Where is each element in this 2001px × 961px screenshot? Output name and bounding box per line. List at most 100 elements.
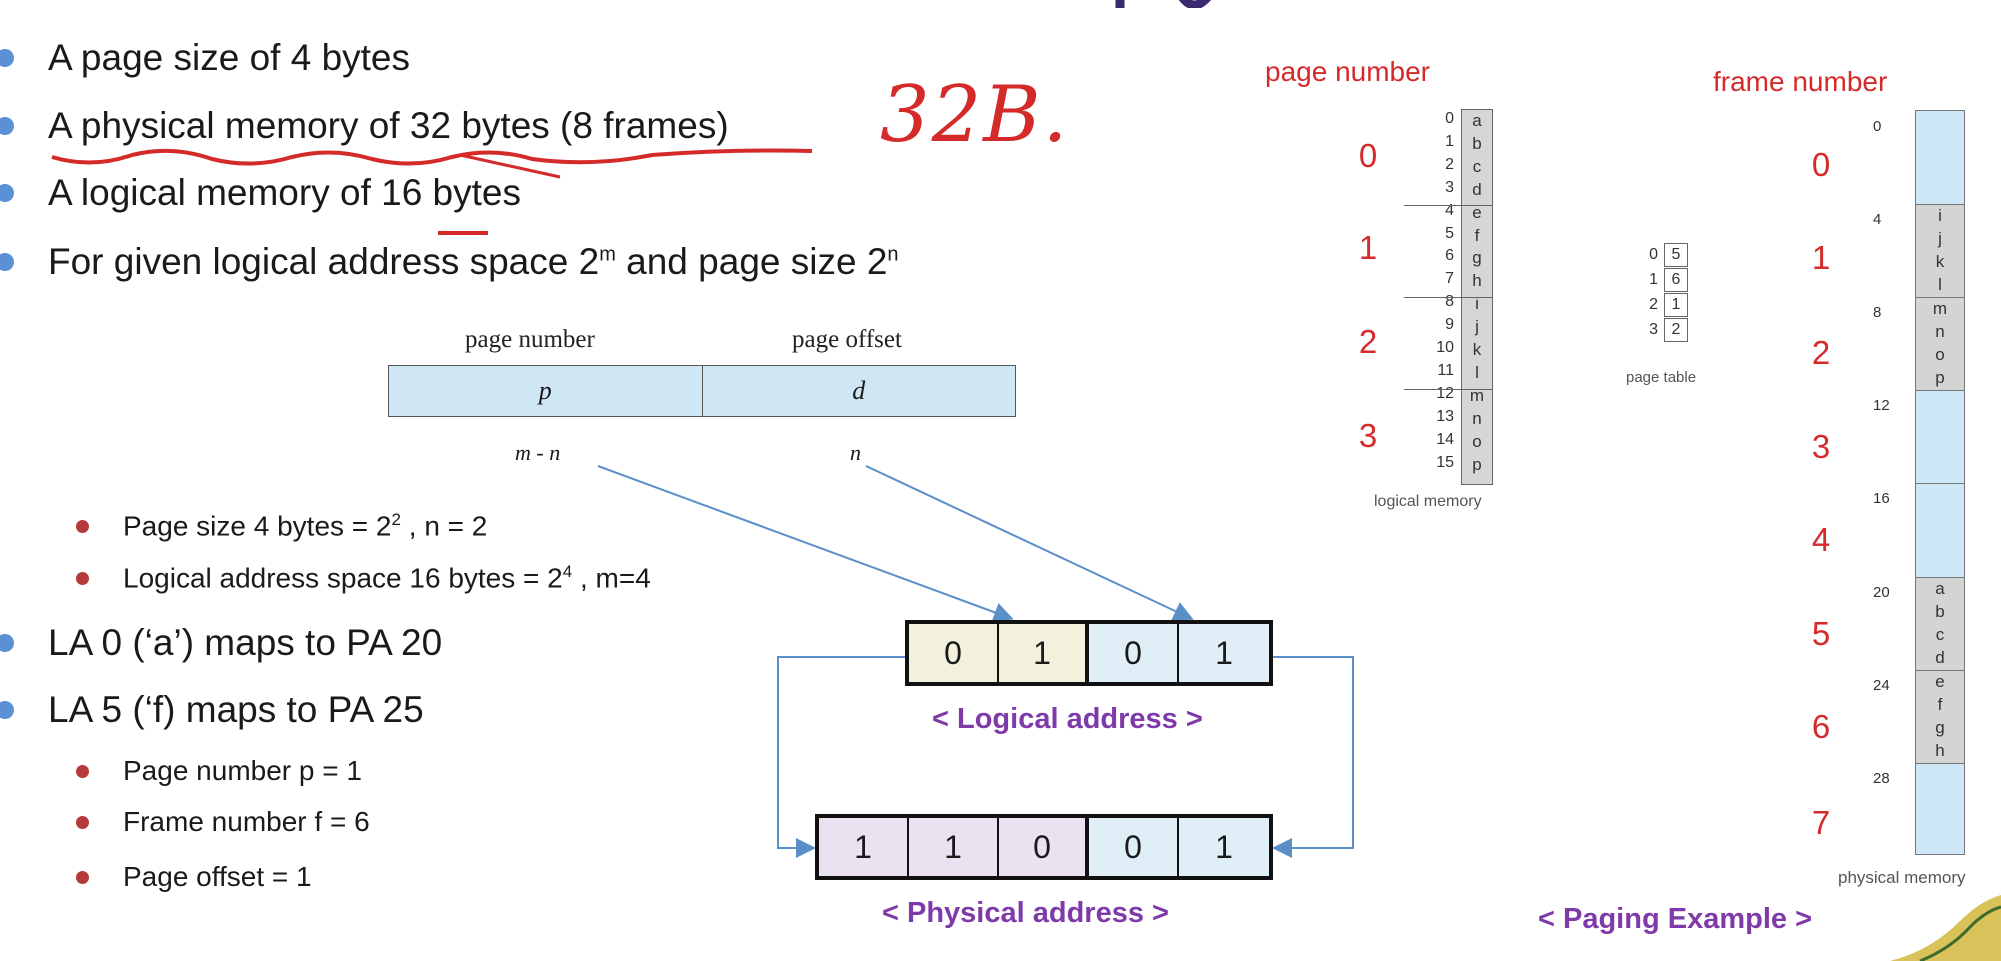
address-format-box: p d xyxy=(388,365,1016,417)
page-table-label: page table xyxy=(1626,369,1697,386)
logical-memory-address: 9 xyxy=(1445,316,1454,334)
frame-label: 7 xyxy=(1811,804,1831,841)
logical-memory-cell: n xyxy=(1472,408,1482,428)
logical-memory-cell: m xyxy=(1469,385,1485,405)
physical-memory-cell: f xyxy=(1937,694,1943,714)
physical-bit: 0 xyxy=(1089,818,1180,876)
physical-memory-cell: a xyxy=(1935,578,1945,598)
logical-memory-address: 4 xyxy=(1445,201,1454,219)
frame-label: 5 xyxy=(1811,615,1831,652)
page-table-index: 1 xyxy=(1649,271,1658,288)
bullet-dot xyxy=(0,701,14,719)
page-table-index: 2 xyxy=(1649,296,1658,313)
bullet-logical-memory: A logical memory of 16 bytes xyxy=(0,168,521,218)
sub-bullet-page-size: Page size 4 bytes = 22 , n = 2 xyxy=(76,506,487,546)
physical-memory-address: 0 xyxy=(1873,118,1882,135)
m-minus-n-label: m - n xyxy=(515,440,561,465)
bullet-la5: LA 5 (‘f) maps to PA 25 xyxy=(0,685,424,735)
page-offset-cell: d xyxy=(701,366,1016,416)
physical-memory-cell: p xyxy=(1935,368,1945,388)
logical-memory-address: 2 xyxy=(1445,155,1454,173)
logical-memory-cell: p xyxy=(1472,454,1482,474)
physical-memory-address: 8 xyxy=(1873,304,1882,322)
physical-memory-address: 12 xyxy=(1873,397,1890,415)
logical-memory-address: 6 xyxy=(1445,247,1454,265)
paging-example-caption: < Paging Example > xyxy=(1538,903,1812,935)
physical-memory-cell: o xyxy=(1935,345,1945,365)
frame-separator xyxy=(1916,669,1964,671)
bullet-dot xyxy=(0,184,14,202)
page-table-frame: 6 xyxy=(1664,268,1688,292)
physical-memory-cell: i xyxy=(1938,206,1942,226)
sub-bullet-dot xyxy=(76,815,89,829)
physical-memory-address: 20 xyxy=(1873,583,1890,601)
frame-label: 2 xyxy=(1811,334,1831,371)
logical-memory-address: 15 xyxy=(1436,453,1454,471)
frame-label: 4 xyxy=(1811,521,1831,558)
logical-memory-address: 14 xyxy=(1436,430,1454,448)
frame-label: 3 xyxy=(1811,428,1831,465)
page-table-frame: 5 xyxy=(1664,243,1688,267)
physical-memory-cell: l xyxy=(1938,275,1942,295)
logical-address-bits: 0 1 0 1 xyxy=(905,620,1273,686)
frame-separator xyxy=(1916,390,1964,392)
page-number-cell: p xyxy=(538,376,552,405)
physical-address-caption: < Physical address > xyxy=(882,897,1169,929)
physical-memory-cell: n xyxy=(1935,322,1945,342)
physical-memory-cell: b xyxy=(1935,601,1945,621)
logical-memory-cell: a xyxy=(1472,111,1482,130)
physical-memory-address: 4 xyxy=(1873,211,1882,229)
logical-memory-cell: c xyxy=(1472,156,1482,176)
frame-label: 6 xyxy=(1811,708,1831,745)
sub-bullet-address-space: Logical address space 16 bytes = 24 , m=… xyxy=(76,558,651,598)
sub-bullet-page-number: Page number p = 1 xyxy=(76,751,362,791)
sub-bullet-frame-number: Frame number f = 6 xyxy=(76,802,370,842)
logical-memory-address: 5 xyxy=(1445,224,1454,242)
bullet-dot xyxy=(0,634,14,652)
handwritten-underline xyxy=(51,148,813,235)
physical-bit: 1 xyxy=(1179,818,1269,876)
bullet-dot xyxy=(0,49,14,67)
frame-separator xyxy=(1916,576,1964,578)
physical-memory-address: 28 xyxy=(1873,769,1890,787)
sub-bullet-dot xyxy=(76,870,89,884)
bullet-dot xyxy=(0,117,14,135)
logical-bit: 1 xyxy=(999,624,1090,682)
physical-memory-cell: m xyxy=(1932,299,1948,319)
physical-memory-address: 24 xyxy=(1873,676,1890,694)
page-table-frame: 1 xyxy=(1664,293,1688,317)
logical-memory-cell: f xyxy=(1474,225,1480,245)
bullet-address-space: For given logical address space 2m and p… xyxy=(0,237,899,287)
physical-memory-cell: e xyxy=(1935,671,1945,691)
page-label: 1 xyxy=(1358,229,1378,266)
frame-separator xyxy=(1916,483,1964,485)
page-separator xyxy=(1404,297,1492,298)
logical-memory-label: logical memory xyxy=(1374,493,1482,510)
logical-memory-cell: j xyxy=(1475,317,1479,337)
page-number-label: page number xyxy=(465,326,595,353)
page-label: 0 xyxy=(1358,137,1378,174)
sub-bullet-dot xyxy=(76,571,89,585)
frame-number-title: frame number xyxy=(1713,66,1888,97)
frame-separator xyxy=(1916,762,1964,764)
logical-memory-cell: l xyxy=(1475,362,1479,382)
page-number-title: page number xyxy=(1265,56,1431,87)
page-separator xyxy=(1404,205,1492,206)
logical-memory-address: 11 xyxy=(1437,361,1454,379)
corner-decoration xyxy=(1890,895,2001,961)
bullet-dot xyxy=(0,253,14,271)
logical-memory-address: 1 xyxy=(1445,132,1454,150)
bullet-page-size: A page size of 4 bytes xyxy=(0,33,410,83)
physical-memory-address: 16 xyxy=(1873,490,1890,508)
logical-memory-cell: h xyxy=(1472,271,1482,291)
logical-memory-address: 12 xyxy=(1436,384,1454,402)
physical-memory-cell: h xyxy=(1935,740,1945,760)
